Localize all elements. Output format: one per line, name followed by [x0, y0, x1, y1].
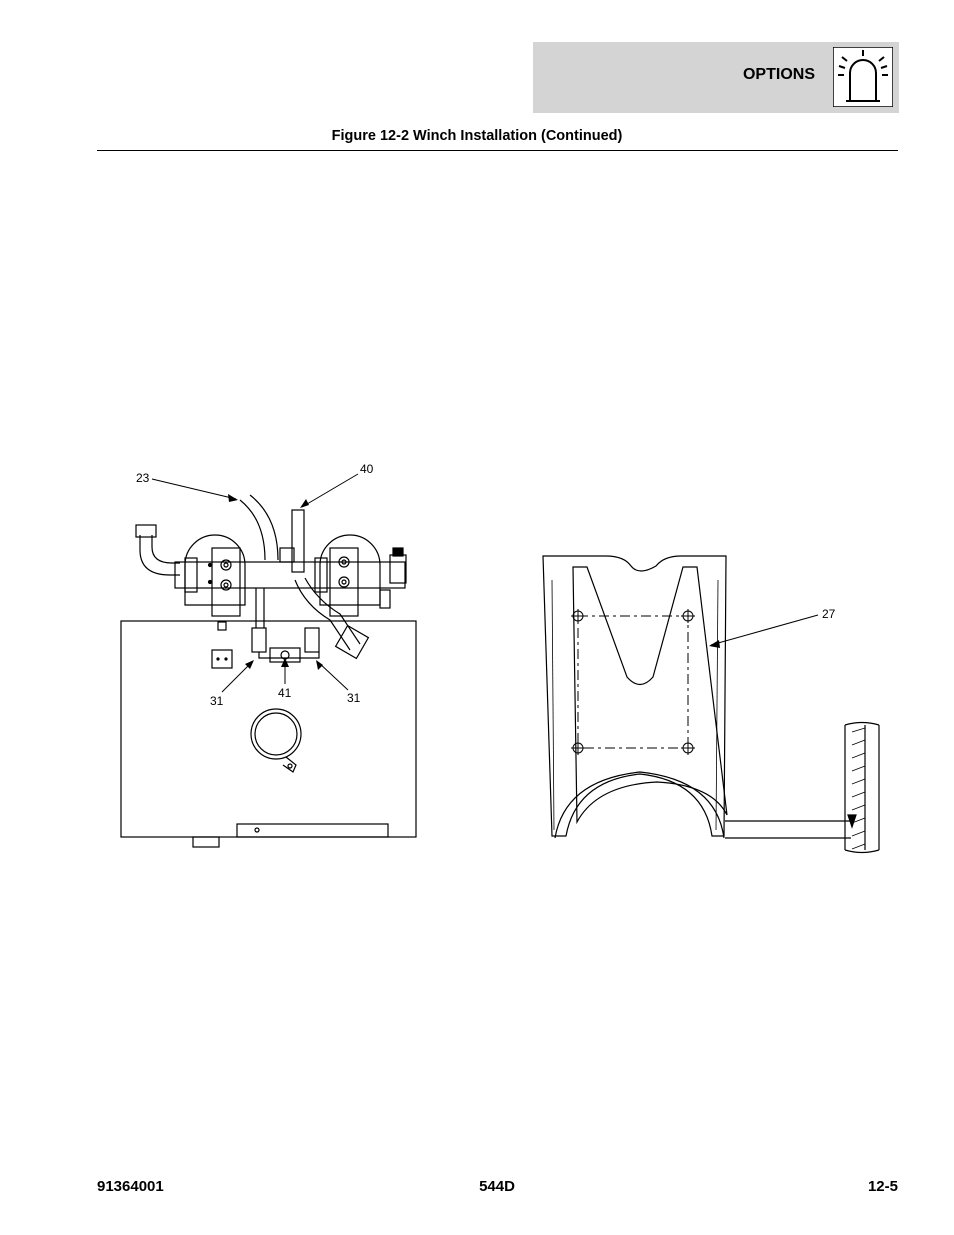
callout-27: 27 [822, 607, 836, 621]
callout-41: 41 [278, 686, 292, 700]
manifold-assembly [120, 494, 417, 848]
section-title: OPTIONS [742, 66, 815, 83]
figure-title: Figure 12-2 Winch Installation (Continue… [331, 128, 623, 144]
header-rule [97, 150, 898, 151]
footer-model: 544D [479, 1178, 515, 1195]
callout-31-left: 31 [210, 694, 224, 708]
mounting-bracket [542, 555, 880, 854]
footer-doc-number: 91364001 [97, 1178, 164, 1195]
callout-31-right: 31 [347, 691, 361, 705]
callout-23: 23 [136, 471, 150, 485]
leader-lines [151, 473, 819, 693]
beacon-light-icon [833, 47, 893, 107]
footer-page-number: 12-5 [867, 1178, 898, 1195]
callout-40: 40 [360, 462, 374, 476]
